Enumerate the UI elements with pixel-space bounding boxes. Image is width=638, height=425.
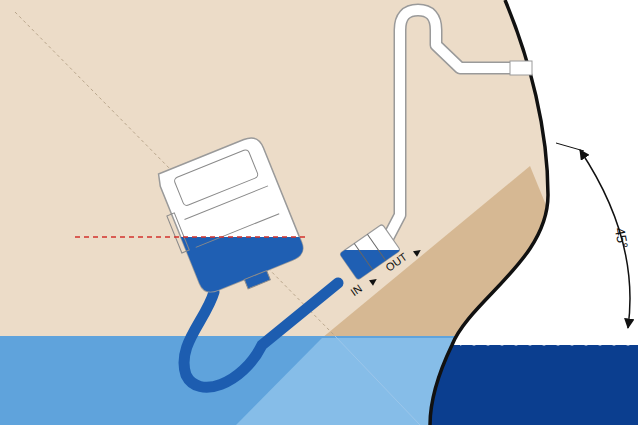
wave xyxy=(460,341,474,345)
wave xyxy=(544,341,558,345)
intake-hose xyxy=(184,283,338,387)
wave xyxy=(558,341,572,345)
guide-line xyxy=(15,12,335,336)
wave xyxy=(474,341,488,345)
wave xyxy=(488,341,502,345)
angle-dimension: 45° xyxy=(613,226,630,249)
sea xyxy=(430,345,638,425)
hull-fitting xyxy=(510,61,532,75)
wave xyxy=(628,341,638,345)
wave xyxy=(530,341,544,345)
wave xyxy=(614,341,628,345)
pump-body xyxy=(120,134,350,357)
wave xyxy=(586,341,600,345)
angle-arc xyxy=(580,150,630,328)
discharge-pipe-edge xyxy=(388,10,512,238)
wave xyxy=(600,341,614,345)
wave-line xyxy=(460,341,638,345)
water-shade xyxy=(236,338,455,425)
flow-arrow xyxy=(413,247,423,257)
wave xyxy=(572,341,586,345)
water-level-line xyxy=(75,236,305,237)
wave xyxy=(516,341,530,345)
discharge-pipe xyxy=(388,10,512,238)
guide-line xyxy=(335,336,420,425)
outside-air xyxy=(452,0,638,345)
angle-leg xyxy=(556,143,584,151)
wave xyxy=(502,341,516,345)
check-valve xyxy=(330,224,420,300)
flow-arrow xyxy=(369,276,379,286)
